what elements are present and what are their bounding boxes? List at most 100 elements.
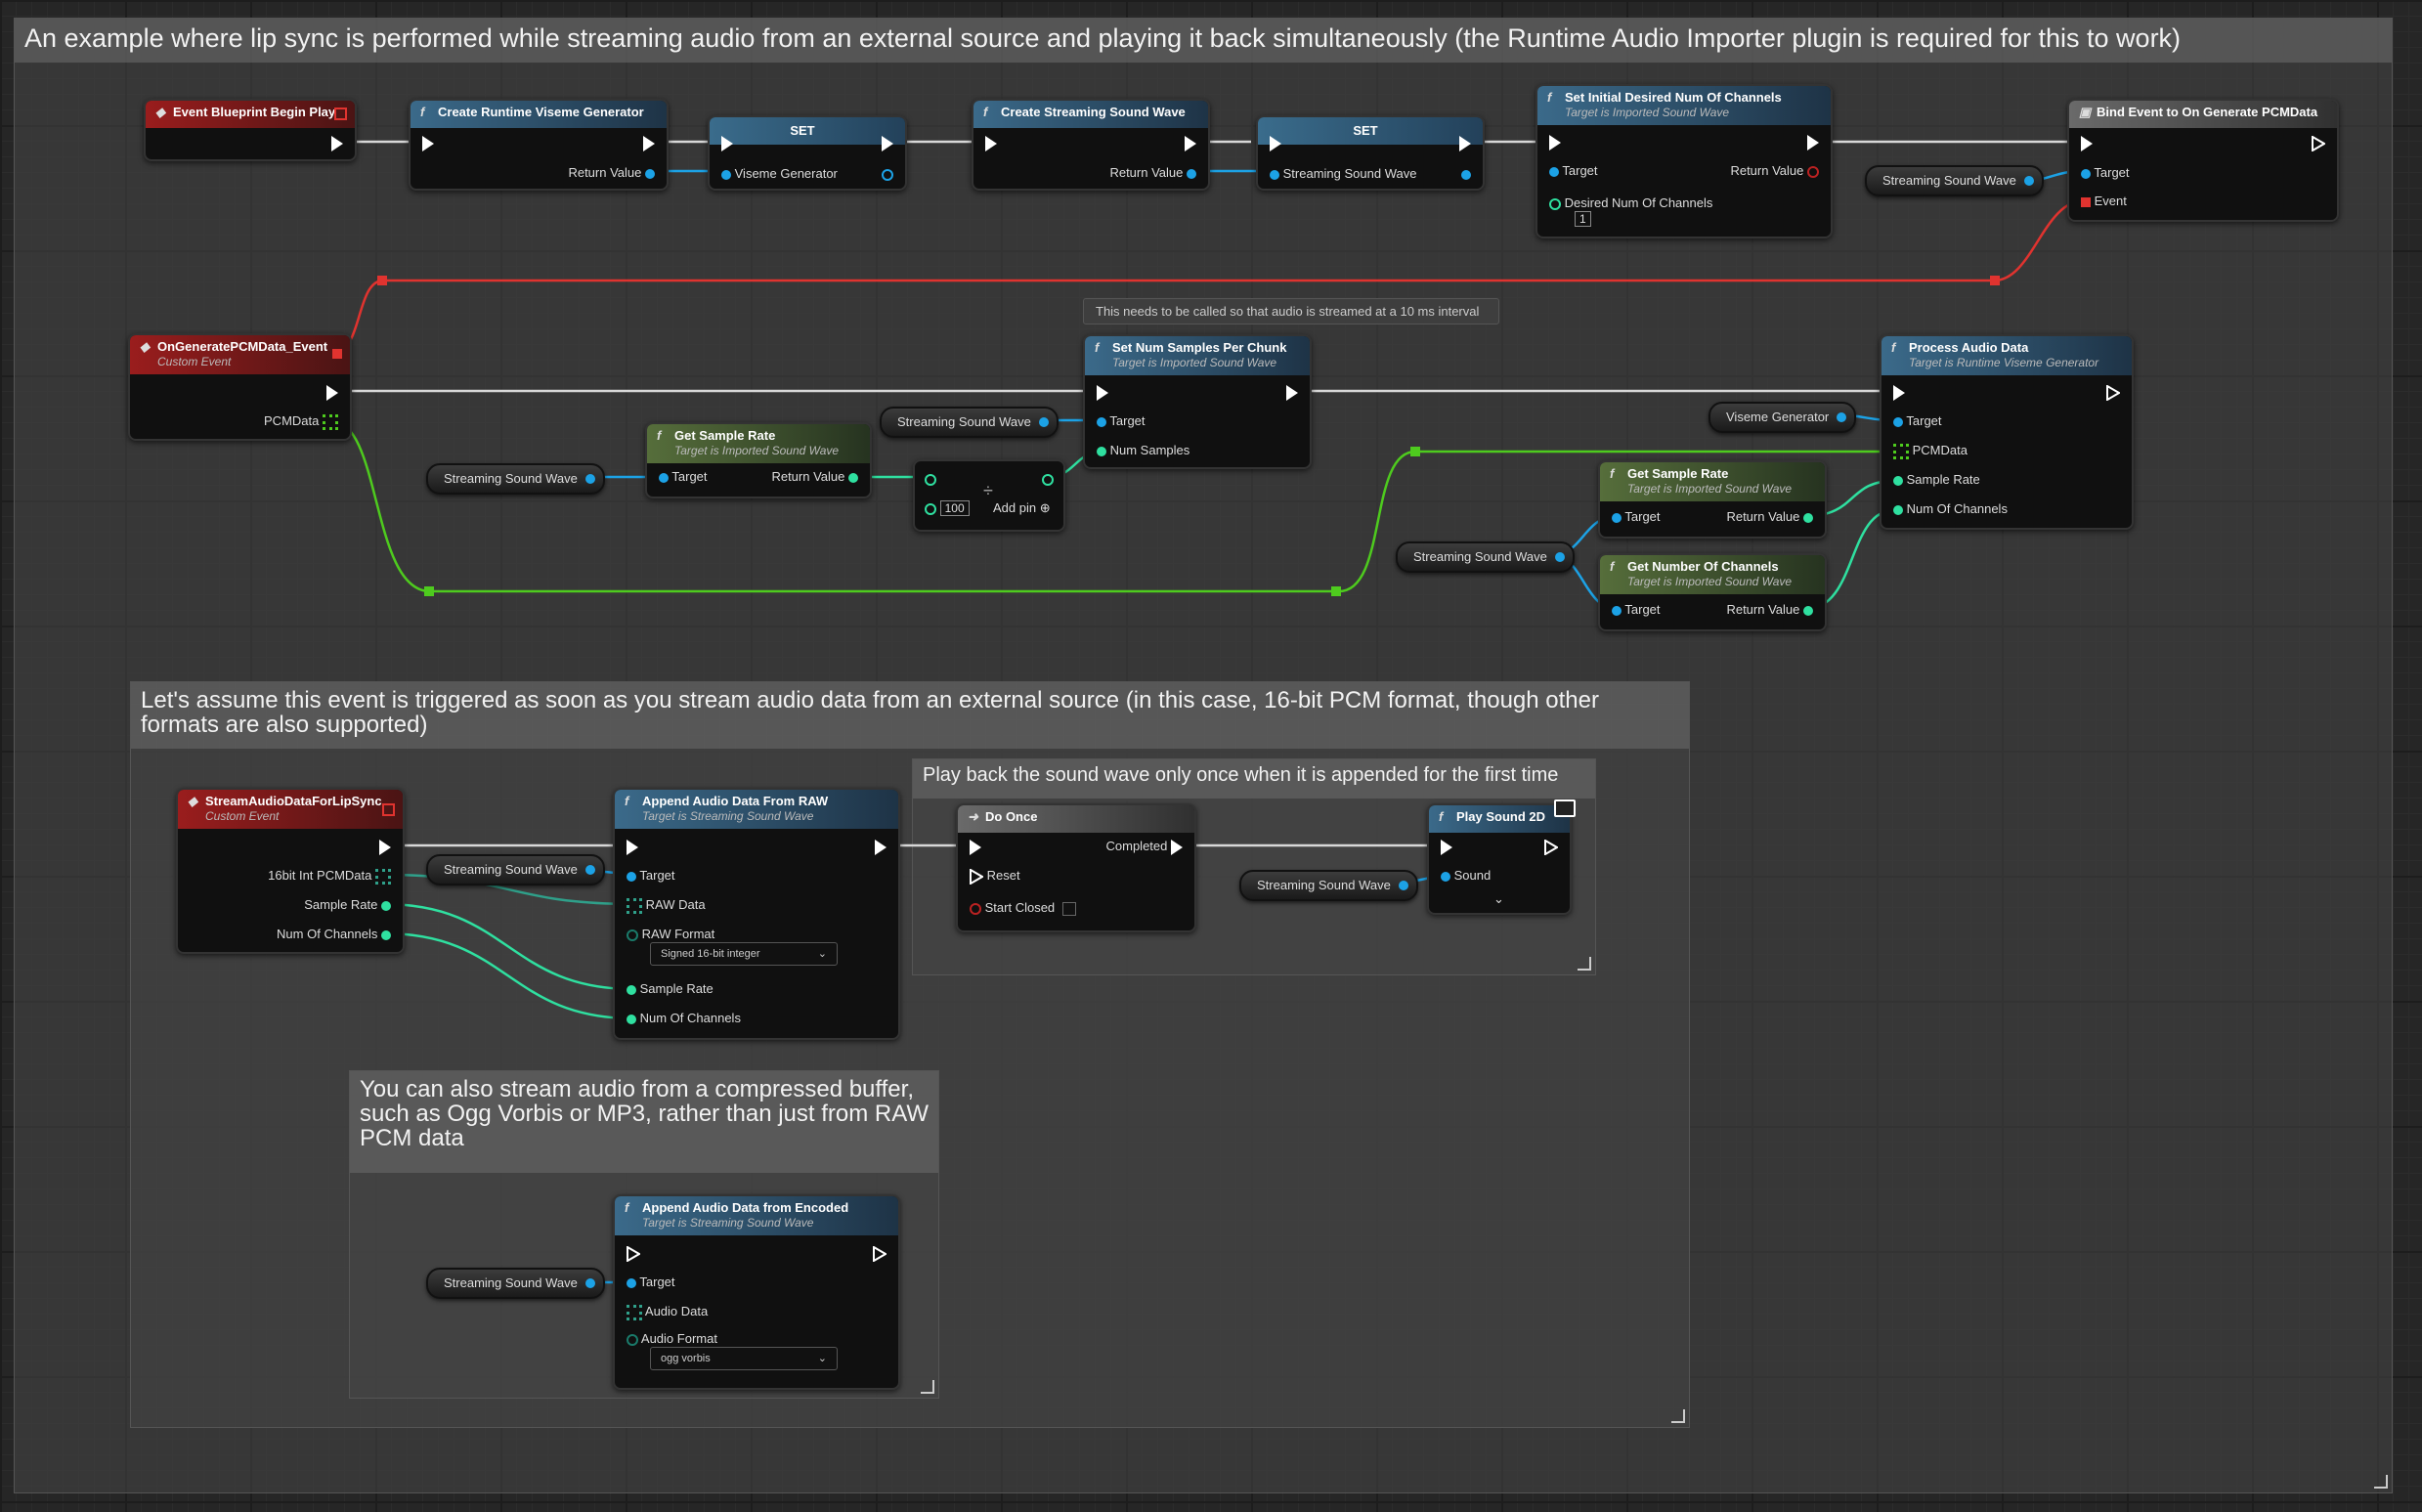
completed-pin[interactable]: Completed — [1106, 839, 1183, 855]
audio-format-dropdown[interactable]: ogg vorbis⌄ — [650, 1347, 838, 1370]
streaming-sound-wave-pin[interactable]: Streaming Sound Wave — [1270, 166, 1416, 181]
node-event-begin-play[interactable]: ◆Event Blueprint Begin Play — [144, 99, 357, 161]
exec-in-pin[interactable] — [1441, 839, 1452, 855]
exec-out-pin[interactable] — [1544, 839, 1558, 855]
event-pin[interactable]: Event — [2081, 194, 2127, 208]
var-streaming-sound-wave[interactable]: Streaming Sound Wave — [426, 1268, 605, 1299]
target-pin[interactable]: Target — [1893, 413, 1942, 428]
result-pin[interactable] — [1042, 471, 1054, 486]
resize-handle[interactable] — [921, 1380, 934, 1394]
target-pin[interactable]: Target — [627, 868, 675, 883]
audio-format-pin[interactable]: Audio Format — [627, 1331, 717, 1346]
viseme-generator-pin[interactable]: Viseme Generator — [721, 166, 838, 181]
exec-out-pin[interactable] — [1807, 134, 1819, 151]
sound-pin[interactable]: Sound — [1441, 868, 1491, 883]
sample-rate-pin[interactable]: Sample Rate — [304, 897, 391, 912]
b-pin[interactable]: 100 — [925, 500, 970, 516]
exec-out-pin[interactable] — [882, 135, 893, 151]
node-divide[interactable]: ÷ 100 Add pin ⊕ — [913, 459, 1065, 532]
exec-out-pin[interactable] — [331, 135, 343, 151]
start-closed-checkbox[interactable] — [1061, 901, 1076, 916]
pcm-data-pin[interactable]: PCMData — [264, 413, 338, 430]
num-channels-pin[interactable]: Num Of Channels — [277, 927, 391, 941]
delegate-pin[interactable] — [334, 108, 347, 120]
return-value-pin[interactable]: Return Value — [568, 165, 655, 180]
resize-handle[interactable] — [1578, 957, 1591, 971]
audio-data-pin[interactable]: Audio Data — [627, 1304, 708, 1320]
exec-in-pin[interactable] — [970, 839, 981, 855]
target-pin[interactable]: Target — [1549, 163, 1598, 178]
delegate-pin[interactable] — [382, 803, 395, 816]
exec-in-pin[interactable] — [985, 135, 997, 151]
target-pin[interactable]: Target — [1612, 509, 1661, 524]
target-pin[interactable]: Target — [659, 469, 708, 484]
target-pin[interactable]: Target — [1612, 602, 1661, 617]
pcm-data-pin[interactable]: 16bit Int PCMData — [268, 868, 391, 885]
desired-channels-input[interactable]: 1 — [1575, 211, 1591, 227]
exec-out-pin[interactable] — [2312, 135, 2325, 151]
desired-channels-pin[interactable]: Desired Num Of Channels — [1549, 195, 1712, 210]
reset-pin[interactable]: Reset — [970, 868, 1020, 885]
exec-in-pin[interactable] — [422, 135, 434, 151]
return-value-pin[interactable]: Return Value — [1730, 163, 1819, 178]
exec-in-pin[interactable] — [1097, 384, 1108, 401]
expand-chevron-icon[interactable]: ⌄ — [1493, 891, 1504, 906]
var-viseme-generator[interactable]: Viseme Generator — [1708, 402, 1857, 433]
exec-out-pin[interactable] — [643, 135, 655, 151]
exec-in-pin[interactable] — [1893, 384, 1905, 401]
exec-in-pin[interactable] — [1549, 134, 1561, 151]
resize-handle[interactable] — [1671, 1409, 1685, 1423]
viseme-out-pin[interactable] — [882, 166, 893, 181]
raw-format-dropdown[interactable]: Signed 16-bit integer⌄ — [650, 942, 838, 966]
exec-in-pin[interactable] — [721, 135, 733, 151]
raw-format-pin[interactable]: RAW Format — [627, 927, 714, 941]
num-channels-pin[interactable]: Num Of Channels — [1893, 501, 2008, 516]
add-pin-button[interactable]: Add pin ⊕ — [993, 500, 1051, 515]
return-value-pin[interactable]: Return Value — [771, 469, 858, 484]
resize-handle[interactable] — [2374, 1475, 2388, 1489]
node-set-viseme[interactable]: SET Viseme Generator — [708, 115, 907, 191]
target-pin[interactable]: Target — [627, 1274, 675, 1289]
return-value-pin[interactable]: Return Value — [1109, 165, 1196, 180]
var-streaming-sound-wave[interactable]: Streaming Sound Wave — [880, 407, 1059, 438]
exec-in-pin[interactable] — [627, 839, 638, 855]
exec-in-pin[interactable] — [2081, 135, 2093, 151]
start-closed-pin[interactable]: Start Closed — [970, 900, 1076, 916]
a-pin[interactable] — [925, 471, 936, 486]
target-pin[interactable]: Target — [1097, 413, 1146, 428]
sound-wave-out-pin[interactable] — [1461, 166, 1471, 181]
raw-data-pin[interactable]: RAW Data — [627, 897, 706, 914]
return-value-pin[interactable]: Return Value — [1726, 509, 1813, 524]
exec-in-pin[interactable] — [1270, 135, 1281, 151]
var-streaming-sound-wave[interactable]: Streaming Sound Wave — [1396, 541, 1575, 573]
num-channels-pin[interactable]: Num Of Channels — [627, 1011, 741, 1025]
var-streaming-sound-wave[interactable]: Streaming Sound Wave — [426, 463, 605, 495]
exec-out-pin[interactable] — [1459, 135, 1471, 151]
node-do-once[interactable]: ➜Do Once Completed Reset Start Closed — [956, 803, 1196, 932]
sample-rate-pin[interactable]: Sample Rate — [1893, 472, 1980, 487]
exec-out-pin[interactable] — [875, 839, 887, 855]
exec-out-pin[interactable] — [1185, 135, 1196, 151]
target-pin[interactable]: Target — [2081, 165, 2130, 180]
divisor-input[interactable]: 100 — [939, 500, 970, 516]
node-bind-event[interactable]: ▣Bind Event to On Generate PCMData Targe… — [2067, 99, 2339, 222]
pcm-data-pin[interactable]: PCMData — [1893, 443, 1968, 459]
exec-out-pin[interactable] — [326, 384, 338, 401]
var-streaming-sound-wave[interactable]: Streaming Sound Wave — [1865, 165, 2044, 196]
sample-rate-pin[interactable]: Sample Rate — [627, 981, 714, 996]
return-value-pin[interactable]: Return Value — [1726, 602, 1813, 617]
exec-out-pin[interactable] — [2106, 384, 2120, 401]
exec-in-pin[interactable] — [627, 1245, 640, 1262]
exec-out-pin[interactable] — [1286, 384, 1298, 401]
